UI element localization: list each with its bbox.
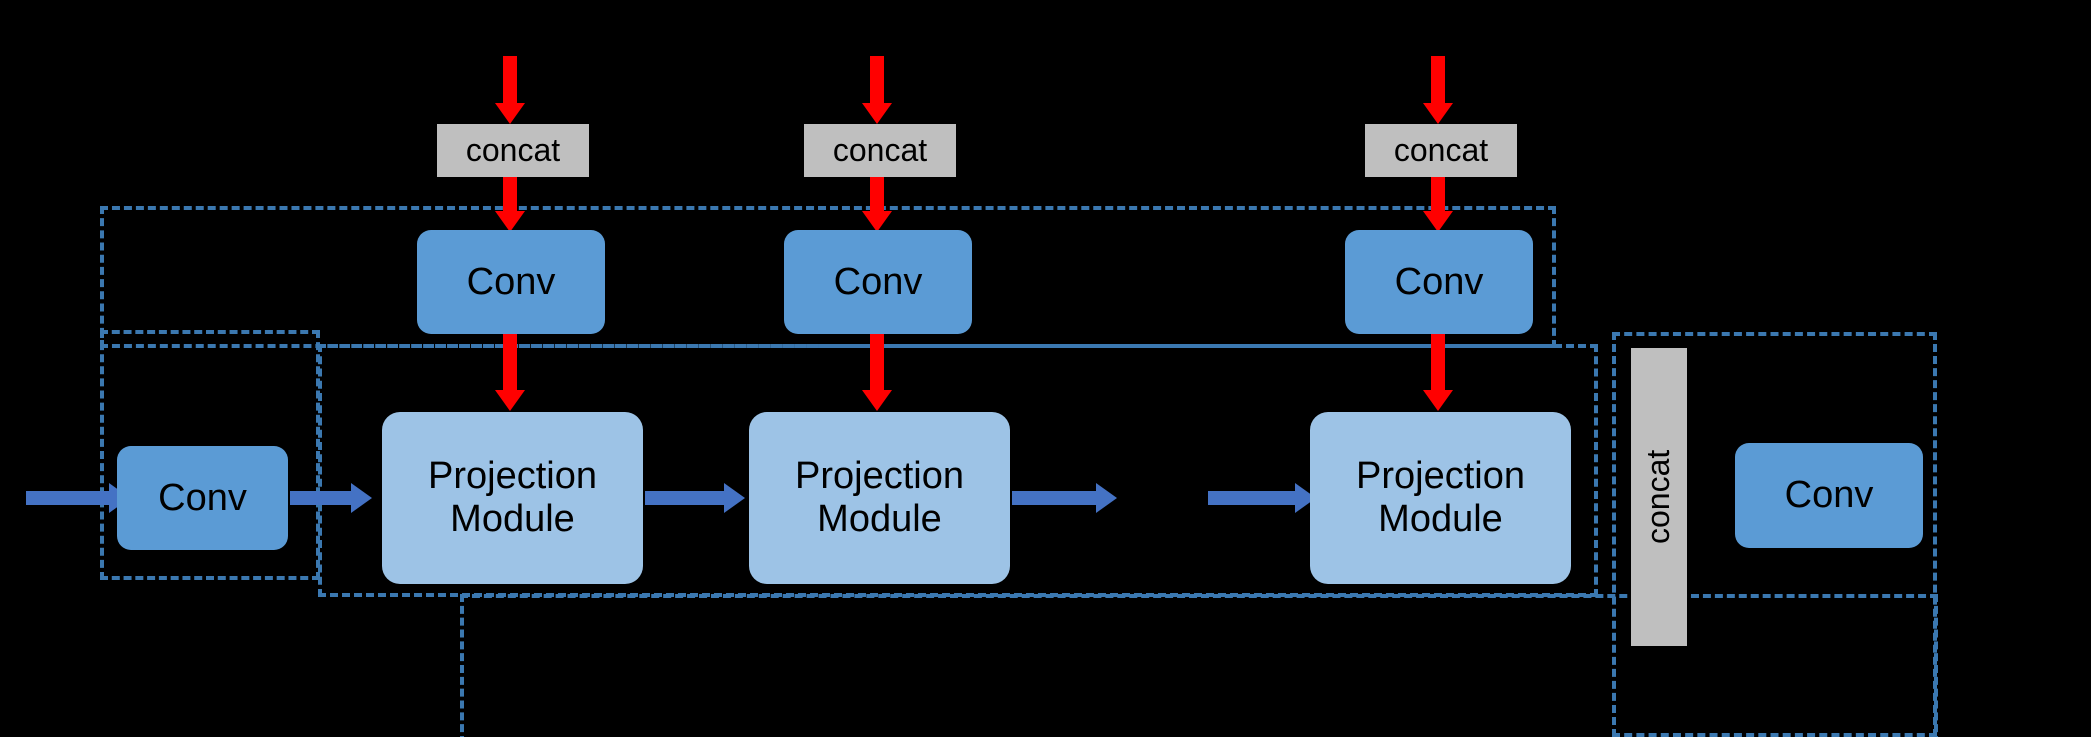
projection-label-line2: Module — [817, 498, 942, 540]
arrow-projection-2-to-gap — [1012, 491, 1097, 505]
arrow-into-concat-3 — [1431, 56, 1445, 104]
arrow-into-concat-1 — [503, 56, 517, 104]
concat-label: concat — [1640, 449, 1677, 545]
conv-label: Conv — [1394, 260, 1484, 303]
arrow-concat-3-to-conv-3 — [1431, 176, 1445, 212]
arrow-concat-2-to-conv-2 — [870, 176, 884, 212]
arrow-gap-to-projection-3 — [1208, 491, 1296, 505]
concat-box-final[interactable]: concat — [1631, 348, 1687, 646]
projection-label-line2: Module — [450, 498, 575, 540]
projection-module-3[interactable]: Projection Module — [1310, 412, 1571, 584]
conv-label: Conv — [1784, 474, 1874, 517]
arrow-concat-1-to-conv-1 — [503, 176, 517, 212]
concat-box-1[interactable]: concat — [437, 124, 589, 177]
conv-box-top-1[interactable]: Conv — [417, 230, 605, 334]
projection-label-line1: Projection — [1356, 455, 1525, 498]
arrow-input-to-conv — [26, 491, 110, 505]
concat-box-2[interactable]: concat — [804, 124, 956, 177]
projection-label-line1: Projection — [795, 455, 964, 498]
projection-module-2[interactable]: Projection Module — [749, 412, 1010, 584]
conv-box-input[interactable]: Conv — [117, 446, 288, 550]
arrow-projection-1-to-projection-2 — [645, 491, 725, 505]
arrow-conv-3-to-projection-3 — [1431, 333, 1445, 391]
concat-label: concat — [832, 131, 928, 168]
conv-box-output[interactable]: Conv — [1735, 443, 1923, 548]
projection-label-line2: Module — [1378, 498, 1503, 540]
concat-label: concat — [1393, 131, 1489, 168]
projection-label-line1: Projection — [428, 455, 597, 498]
arrow-into-concat-2 — [870, 56, 884, 104]
region-skip-bottom — [460, 594, 1938, 737]
conv-box-top-2[interactable]: Conv — [784, 230, 972, 334]
concat-box-3[interactable]: concat — [1365, 124, 1517, 177]
conv-label: Conv — [833, 260, 923, 303]
conv-label: Conv — [158, 476, 247, 519]
arrow-conv-to-projection-1 — [290, 491, 352, 505]
conv-label: Conv — [466, 260, 556, 303]
arrow-conv-1-to-projection-1 — [503, 333, 517, 391]
arrow-conv-2-to-projection-2 — [870, 333, 884, 391]
projection-module-1[interactable]: Projection Module — [382, 412, 643, 584]
concat-label: concat — [465, 131, 561, 168]
conv-box-top-3[interactable]: Conv — [1345, 230, 1533, 334]
